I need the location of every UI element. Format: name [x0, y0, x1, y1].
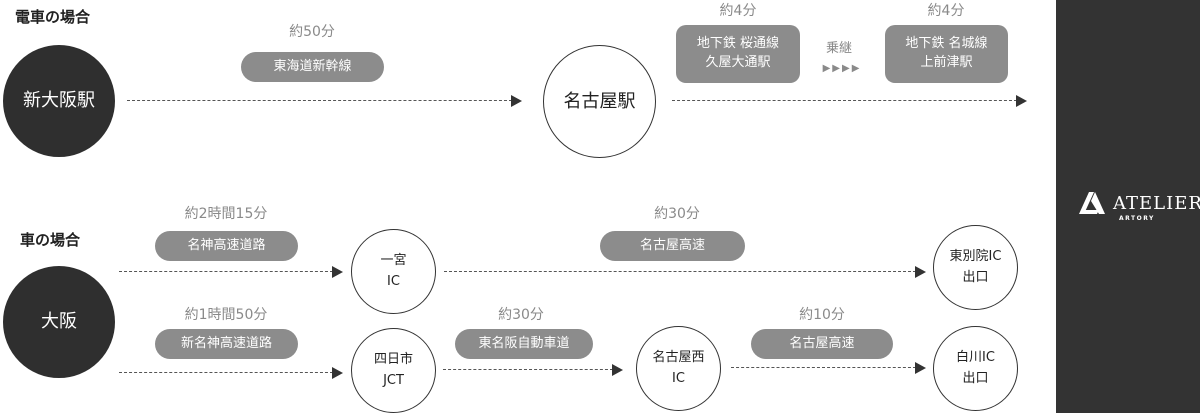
hub-node-nagoya: 名古屋駅	[543, 45, 656, 158]
car-lower-leg1-time: 約1時間50分	[184, 307, 268, 323]
node-line2: IC	[387, 273, 400, 289]
train-leg1-route: 東海道新幹線	[241, 52, 384, 82]
arrowhead-icon	[511, 95, 522, 107]
car-upper-leg2-route-label: 名古屋高速	[639, 237, 705, 253]
brand-sub: ARTORY	[1119, 215, 1155, 222]
train-leg1-time: 約50分	[289, 24, 335, 40]
transfer-arrows-icon: ▶▶▶▶	[822, 63, 862, 74]
arrowhead-icon	[332, 367, 343, 379]
car-lower-leg3-arrow	[731, 362, 926, 374]
train-leg2-route-line1: 地下鉄 桜通線	[696, 36, 780, 52]
car-lower-leg1-route: 新名神高速道路	[155, 329, 298, 359]
car-lower-leg1-route-label: 新名神高速道路	[180, 335, 272, 351]
node-line1: 白川IC	[956, 350, 995, 366]
transfer-label: 乗継	[825, 41, 853, 56]
car-upper-leg1-arrow	[119, 266, 343, 278]
car-heading: 車の場合	[20, 231, 81, 249]
train-leg3-route: 地下鉄 名城線 上前津駅	[885, 25, 1008, 83]
brand-name: ATELIER	[1113, 193, 1200, 214]
node-line2: 出口	[962, 269, 989, 285]
node-line2: IC	[672, 370, 685, 386]
hub-label: 名古屋駅	[563, 90, 636, 112]
car-upper-leg1-time: 約2時間15分	[184, 206, 268, 222]
car-upper-leg1-route-label: 名神高速道路	[187, 237, 266, 253]
arrowhead-icon	[915, 266, 926, 278]
car-origin-label: 大阪	[41, 311, 77, 333]
car-lower-leg3-route-label: 名古屋高速	[789, 335, 855, 351]
node-line1: 東別院IC	[949, 249, 1002, 265]
car-lower-leg2-route: 東名阪自動車道	[455, 329, 593, 359]
brand-sidebar: ATELIER ARTORY	[1056, 0, 1200, 413]
train-leg3-time: 約4分	[927, 3, 965, 19]
node-line1: 四日市	[373, 352, 413, 368]
car-upper-leg2-route: 名古屋高速	[600, 231, 745, 261]
origin-node-osaka: 大阪	[3, 266, 115, 378]
train-heading: 電車の場合	[15, 8, 91, 26]
arrowhead-icon	[1016, 95, 1027, 107]
node-line2: 出口	[962, 370, 989, 386]
arrowhead-icon	[915, 362, 926, 374]
node-line2: JCT	[383, 372, 404, 388]
node-line1: 名古屋西	[652, 350, 705, 366]
origin-label: 新大阪駅	[23, 90, 95, 112]
car-lower-leg2-arrow	[443, 364, 623, 376]
car-upper-leg2-time: 約30分	[654, 206, 700, 222]
node-nagoya-nishi-ic: 名古屋西 IC	[636, 326, 721, 411]
train-leg2-arrow	[672, 95, 1027, 107]
car-lower-leg2-route-label: 東名阪自動車道	[478, 335, 570, 351]
arrowhead-icon	[612, 364, 623, 376]
train-leg3-route-line1: 地下鉄 名城線	[905, 36, 988, 52]
car-lower-leg2-time: 約30分	[498, 307, 544, 323]
atelier-mark-icon	[1079, 192, 1105, 214]
node-yokkaichi-jct: 四日市 JCT	[351, 328, 436, 413]
train-leg1-route-label: 東海道新幹線	[273, 58, 352, 74]
car-upper-leg1-route: 名神高速道路	[155, 231, 298, 261]
car-lower-leg3-route: 名古屋高速	[751, 329, 893, 359]
brand-logo: ATELIER ARTORY	[1079, 192, 1200, 224]
train-leg2-route-line2: 久屋大通駅	[705, 55, 771, 70]
train-leg1-arrow	[127, 95, 522, 107]
car-lower-leg1-arrow	[119, 367, 343, 379]
train-leg3-route-line2: 上前津駅	[920, 55, 973, 70]
exit-node-higashibetsuin: 東別院IC 出口	[933, 225, 1018, 310]
origin-node-shin-osaka: 新大阪駅	[3, 45, 115, 157]
exit-node-shirakawa: 白川IC 出口	[933, 326, 1018, 411]
car-lower-leg3-time: 約10分	[799, 307, 845, 323]
node-line1: 一宮	[380, 253, 407, 269]
train-leg2-time: 約4分	[719, 3, 757, 19]
arrowhead-icon	[332, 266, 343, 278]
train-leg2-route: 地下鉄 桜通線 久屋大通駅	[676, 25, 800, 83]
car-upper-leg2-arrow	[444, 266, 926, 278]
node-ichinomiya-ic: 一宮 IC	[351, 229, 436, 314]
access-diagram: 電車の場合 新大阪駅 約50分 東海道新幹線 名古屋駅 約4分 地下鉄 桜通線 …	[3, 3, 1027, 413]
